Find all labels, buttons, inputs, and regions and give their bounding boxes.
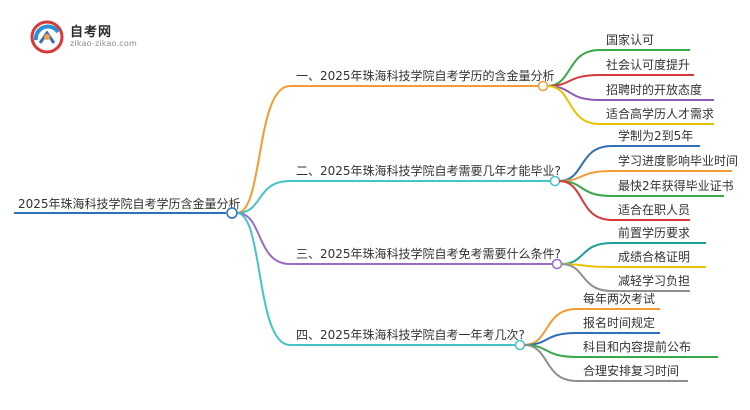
- root-node-circle: [226, 207, 238, 219]
- leaf-label: 适合高学历人才需求: [606, 106, 714, 121]
- branch-label: 四、2025年珠海科技学院自考一年考几次?: [296, 327, 525, 342]
- branch-connector: [236, 85, 291, 214]
- leaf-connector: [546, 49, 601, 87]
- leaf-label: 最快2年获得毕业证书: [618, 178, 734, 193]
- leaf-label: 每年两次考试: [583, 291, 655, 306]
- logo-title: 自考网: [70, 25, 113, 40]
- branch-end-circle: [514, 339, 526, 351]
- branch-end-circle: [549, 175, 561, 187]
- leaf-label: 报名时间规定: [583, 315, 655, 330]
- leaf-label: 合理安排复习时间: [583, 363, 679, 378]
- branch-label: 二、2025年珠海科技学院自考需要几年才能毕业?: [296, 163, 561, 178]
- logo-badge-icon: [30, 20, 64, 54]
- leaf-label: 学制为2到5年: [618, 128, 693, 143]
- leaf-connector: [546, 85, 601, 125]
- leaf-label: 成绩合格证明: [618, 249, 690, 264]
- leaf-connector: [523, 308, 578, 346]
- leaf-label: 国家认可: [606, 32, 654, 47]
- leaf-label: 适合在职人员: [618, 202, 690, 217]
- leaf-connector: [558, 180, 613, 221]
- leaf-connector: [523, 344, 578, 382]
- leaf-label: 前置学历要求: [618, 225, 690, 240]
- leaf-label: 招聘时的开放态度: [606, 82, 702, 97]
- leaf-label: 减轻学习负担: [618, 273, 690, 288]
- leaf-connector: [560, 242, 613, 265]
- leaf-label: 科目和内容提前公布: [583, 339, 691, 354]
- branch-end-circle: [551, 258, 563, 270]
- branch-end-circle: [537, 80, 549, 92]
- leaf-label: 学习进度影响毕业时间: [618, 153, 738, 168]
- branch-connector: [236, 212, 291, 265]
- branch-label: 三、2025年珠海科技学院自考免考需要什么条件?: [296, 246, 561, 261]
- branch-label: 一、2025年珠海科技学院自考学历的含金量分析: [296, 68, 555, 83]
- logo-subtitle: zikao-zikao.com: [70, 39, 137, 48]
- root-node-label: 2025年珠海科技学院自考学历含金量分析: [18, 196, 241, 211]
- site-logo: 自考网 zikao-zikao.com: [30, 20, 140, 54]
- branch-connector: [236, 180, 291, 214]
- leaf-label: 社会认可度提升: [606, 57, 690, 72]
- leaf-connector: [560, 263, 613, 292]
- branch-connector: [236, 212, 291, 346]
